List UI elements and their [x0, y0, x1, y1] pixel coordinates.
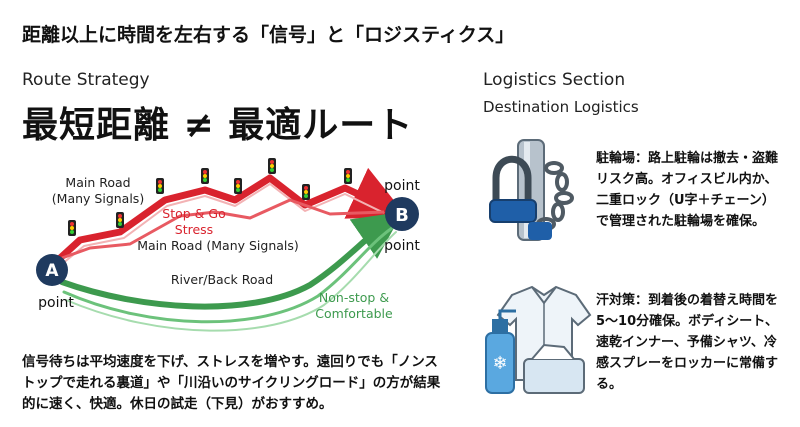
bike-parking-tip: 駐輪場：路上駐輪は撤去・盗難リスク高。オフィスビル内か、二重ロック（U字＋チェー…	[596, 151, 779, 229]
traffic-light-icon	[68, 158, 352, 236]
stop-go-label: Stop & Go	[162, 206, 225, 221]
point-b-caption-top: point	[384, 178, 420, 194]
destination-logistics-label: Destination Logistics	[483, 98, 639, 116]
sweat-tip: 汗対策：到着後の着替え時間を5〜10分確保。ボディシート、速乾インナー、予備シャ…	[596, 293, 779, 392]
point-a-letter: A	[45, 261, 59, 281]
point-a-caption: point	[38, 295, 74, 311]
comfortable-label: Comfortable	[315, 306, 393, 321]
headline: 最短距離 ≠ 最適ルート	[22, 105, 414, 146]
point-b-caption-bottom: point	[384, 238, 420, 254]
main-road-signals-label: (Many Signals)	[52, 191, 144, 206]
main-road-route-lower	[61, 198, 385, 260]
route-diagram: A point B point point Main Road (Many Si…	[36, 158, 420, 332]
logistics-section-label: Logistics Section	[483, 70, 626, 90]
point-b-marker	[385, 197, 419, 231]
svg-text:❄: ❄	[492, 353, 507, 374]
back-road-route	[59, 211, 403, 310]
main-road-label: Main Road	[65, 175, 130, 190]
main-road-route	[54, 167, 408, 264]
bike-lock-icon	[489, 139, 574, 241]
nonstop-label: Non-stop &	[319, 290, 389, 305]
main-road-label-lower: Main Road (Many Signals)	[137, 238, 299, 253]
point-a-marker	[36, 254, 68, 286]
shirt-spray-icon: ❄	[485, 285, 592, 394]
page-title: 距離以上に時間を左右する「信号」と「ロジスティクス」	[22, 24, 515, 46]
back-road-route-3	[65, 231, 397, 332]
route-note: 信号待ちは平均速度を下げ、ストレスを増やす。遠回りでも「ノンストップで走れる裏道…	[22, 354, 441, 412]
back-road-label: River/Back Road	[171, 272, 273, 287]
back-road-route-2	[62, 226, 394, 324]
stress-label: Stress	[175, 222, 213, 237]
main-road-route-inner	[61, 183, 385, 265]
route-strategy-label: Route Strategy	[22, 70, 150, 90]
point-b-letter: B	[395, 205, 409, 226]
